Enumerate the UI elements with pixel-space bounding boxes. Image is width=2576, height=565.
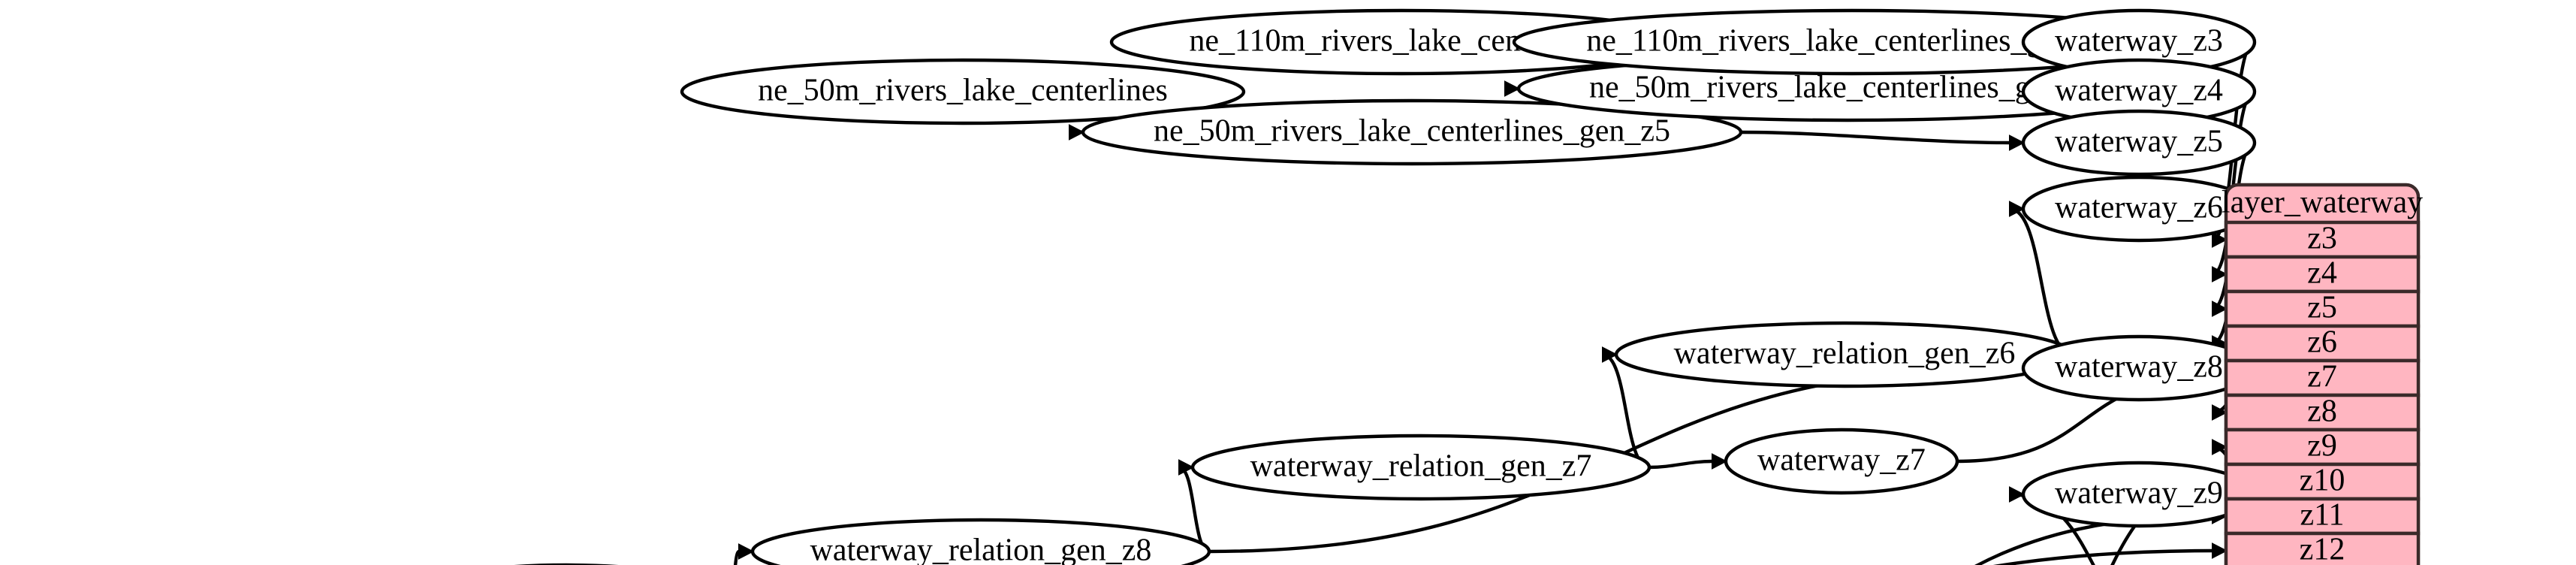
node-ne_50m_rivers_lake_centerlines_gen_z4[interactable]: ne_50m_rivers_lake_centerlines_gen_z4 xyxy=(1516,55,2179,122)
edge-waterway_relation-to-waterway_relation_gen_z8 xyxy=(733,549,741,565)
record-row-label-z10: z10 xyxy=(2300,464,2345,498)
node-waterway_relation_gen_z7[interactable]: waterway_relation_gen_z7 xyxy=(1190,434,1651,501)
arrowhead-waterway_relation_gen_z8-to-waterway_relation_gen_z7 xyxy=(1178,459,1195,476)
node-label-waterway_z3: waterway_z3 xyxy=(2055,24,2223,59)
node-shape-waterway_relation_gen_z7 xyxy=(1190,434,1651,501)
arrowhead-waterway_z12-to-layer_waterway-z12 xyxy=(2212,542,2228,559)
record-row-label-z12: z12 xyxy=(2300,533,2345,565)
arrowhead-waterway_relation_gen_z6-to-waterway_z6 xyxy=(2009,201,2026,217)
node-shape-ne_50m_rivers_lake_centerlines xyxy=(680,58,1246,125)
node-shape-waterway_relation_gen_z8 xyxy=(750,518,1211,565)
node-waterway_z5[interactable]: waterway_z5 xyxy=(2021,109,2257,177)
arrowhead-waterway_relation-to-waterway_relation_gen_z8 xyxy=(738,543,755,560)
node-label-waterway_z9: waterway_z9 xyxy=(2055,476,2223,511)
record-node-layer-waterway[interactable]: layer_waterwayz3z4z5z6z7z8z9z10z11z12z13… xyxy=(2222,183,2423,565)
node-ne_50m_rivers_lake_centerlines[interactable]: ne_50m_rivers_lake_centerlines xyxy=(680,58,1246,125)
arrowhead-waterway_relation_gen_z7-to-waterway_relation_gen_z6 xyxy=(1602,346,1618,363)
arrowhead-ne_50m_rivers_lake_centerlines_gen_z5-to-ne_50m_rivers_lake_centerlines_gen_z4 xyxy=(1504,80,1521,97)
node-shape-waterway_z5 xyxy=(2021,109,2257,177)
node-label-ne_50m_rivers_lake_centerlines: ne_50m_rivers_lake_centerlines xyxy=(758,74,1168,108)
node-label-waterway_z7: waterway_z7 xyxy=(1757,443,1926,478)
node-label-ne_50m_rivers_lake_centerlines_gen_z4: ne_50m_rivers_lake_centerlines_gen_z4 xyxy=(1589,71,2106,105)
edge-ne_50m_rivers_lake_centerlines_gen_z5-to-waterway_z5 xyxy=(1740,130,2010,145)
record-row-label-z4: z4 xyxy=(2307,256,2337,291)
arrowhead-osm_important_waterway_linestring_gen_z9-to-waterway_z9 xyxy=(2009,486,2026,503)
node-label-waterway_z4: waterway_z4 xyxy=(2055,74,2223,108)
node-waterway_z7[interactable]: waterway_z7 xyxy=(1724,428,1959,495)
edge-waterway_relation_gen_z7-to-waterway_z7 xyxy=(1648,459,1713,470)
node-label-waterway_relation_gen_z6: waterway_relation_gen_z6 xyxy=(1674,337,2016,371)
node-waterway_relation_gen_z6[interactable]: waterway_relation_gen_z6 xyxy=(1614,321,2075,388)
edge-waterway_z11-to-layer_waterway-z11 xyxy=(1974,514,2213,565)
arrowhead-waterway_relation_gen_z7-to-waterway_z7 xyxy=(1712,453,1728,470)
record-row-z12[interactable] xyxy=(2224,531,2421,565)
record-header-label: layer_waterway xyxy=(2222,186,2423,220)
arrowhead-waterway_z5-to-layer_waterway-z5 xyxy=(2212,301,2228,317)
arrowhead-ne_50m_rivers_lake_centerlines-to-ne_50m_rivers_lake_centerlines_gen_z5 xyxy=(1069,124,1085,140)
node-label-waterway_relation_gen_z7: waterway_relation_gen_z7 xyxy=(1250,449,1592,484)
record-row-label-z6: z6 xyxy=(2307,325,2337,360)
arrowhead-waterway_z3-to-layer_waterway-z3 xyxy=(2212,231,2228,248)
node-label-waterway_z6: waterway_z6 xyxy=(2055,191,2223,225)
node-waterway_z8[interactable]: waterway_z8 xyxy=(2021,334,2257,402)
node-label-waterway_relation_gen_z8: waterway_relation_gen_z8 xyxy=(810,533,1152,565)
record-row-label-z8: z8 xyxy=(2307,394,2337,429)
node-ne_50m_rivers_lake_centerlines_gen_z5[interactable]: ne_50m_rivers_lake_centerlines_gen_z5 xyxy=(1081,98,1743,166)
node-layer: imposm3osm_waterway_relationosm_waterway… xyxy=(514,8,2257,565)
node-waterway_z3[interactable]: waterway_z3 xyxy=(2021,8,2257,76)
arrowhead-waterway_z8-to-layer_waterway-z8 xyxy=(2212,404,2228,421)
arrowhead-ne_50m_rivers_lake_centerlines_gen_z5-to-waterway_z5 xyxy=(2009,134,2026,151)
arrowhead-waterway_z9-to-layer_waterway-z9 xyxy=(2212,439,2228,455)
record-row-label-z9: z9 xyxy=(2307,429,2337,464)
node-waterway_relation_gen_z8[interactable]: waterway_relation_gen_z8 xyxy=(750,518,1211,565)
node-label-ne_50m_rivers_lake_centerlines_gen_z5: ne_50m_rivers_lake_centerlines_gen_z5 xyxy=(1154,114,1670,149)
node-label-waterway_z8: waterway_z8 xyxy=(2055,350,2223,385)
record-row-label-z7: z7 xyxy=(2307,360,2337,394)
record-row-label-z11: z11 xyxy=(2300,498,2344,533)
record-row-label-z3: z3 xyxy=(2307,222,2337,256)
edge-waterway_z12-to-layer_waterway-z12 xyxy=(1993,548,2213,565)
node-shape-waterway_z7 xyxy=(1724,428,1959,495)
record-row-label-z5: z5 xyxy=(2307,291,2337,325)
node-label-waterway_z5: waterway_z5 xyxy=(2055,125,2223,159)
node-waterway_z9[interactable]: waterway_z9 xyxy=(2021,461,2257,528)
node-waterway_z6[interactable]: waterway_z6 xyxy=(2021,175,2257,243)
arrowhead-waterway_z4-to-layer_waterway-z4 xyxy=(2212,266,2228,282)
record-node-layer: layer_waterwayz3z4z5z6z7z8z9z10z11z12z13… xyxy=(2222,183,2423,565)
node-shape-ne_50m_rivers_lake_centerlines_gen_z5 xyxy=(1081,98,1743,166)
